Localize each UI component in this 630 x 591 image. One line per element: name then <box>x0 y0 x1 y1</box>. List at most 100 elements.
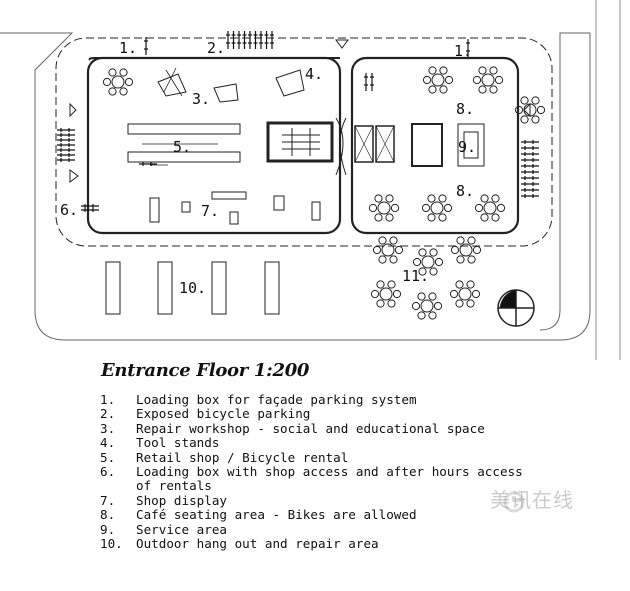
elevator-x <box>354 125 395 163</box>
bicycle <box>57 143 75 147</box>
display-c <box>181 201 191 213</box>
entrance-marker-right <box>523 102 531 118</box>
tool-stand-2 <box>213 83 239 103</box>
bicycle <box>270 31 274 49</box>
plan-label-6: 6. <box>60 201 79 219</box>
plan-label-2: 2. <box>207 39 226 57</box>
bicycle <box>521 194 539 198</box>
plan-label-1a: 1. <box>119 39 138 57</box>
legend-text: Repair workshop - social and educational… <box>136 420 485 436</box>
legend-item: 7. Shop display <box>100 492 523 508</box>
bench-3 <box>211 261 227 315</box>
stair-treads <box>282 128 320 156</box>
bench-2 <box>157 261 173 315</box>
legend-item: 5. Retail shop / Bicycle rental <box>100 449 523 465</box>
cafe-tables <box>102 66 546 320</box>
display-d <box>229 211 239 225</box>
elevator-1 <box>354 125 374 163</box>
display-a <box>211 191 247 200</box>
legend-item: 10.Outdoor hang out and repair area <box>100 536 523 551</box>
bicycle <box>139 162 157 166</box>
bicycle <box>259 31 263 49</box>
bicycle <box>521 146 539 150</box>
bicycle <box>57 133 75 137</box>
bicycle <box>521 182 539 186</box>
bicycle <box>253 31 258 49</box>
table-with-chairs <box>472 66 504 94</box>
core-curve <box>335 117 347 176</box>
service-counter <box>457 123 485 167</box>
legend-item: of rentals <box>100 479 523 493</box>
stair-core <box>266 121 334 163</box>
plan-label-8b: 8. <box>456 182 475 200</box>
plan-label-10: 10. <box>179 279 207 297</box>
bicycle <box>81 208 99 212</box>
entrance-marker-left-1 <box>69 102 77 118</box>
building-right-block <box>350 56 520 235</box>
table-with-chairs <box>474 194 506 222</box>
bicycle <box>364 73 368 91</box>
display-b <box>149 197 160 223</box>
floor-plan-drawing <box>0 0 621 360</box>
bicycle <box>521 158 539 162</box>
legend-item: 8.Café seating area - Bikes are allowed <box>100 507 523 523</box>
elevator-2 <box>375 125 395 163</box>
legend-item: 4.Tool stands <box>100 435 523 451</box>
legend-text: Shop display <box>136 492 227 508</box>
bicycle <box>57 138 75 142</box>
plan-label-4: 4. <box>305 65 324 83</box>
bicycle <box>57 148 75 152</box>
bicycle <box>81 204 99 208</box>
table-with-chairs <box>370 280 402 308</box>
bicycle <box>521 170 539 174</box>
tool-stand-1 <box>157 73 187 97</box>
legend-number: 2. <box>100 406 116 422</box>
table-with-chairs <box>372 236 404 264</box>
legend-item: 1.Loading box for façade parking system <box>100 392 523 407</box>
table-with-chairs <box>102 68 134 96</box>
plan-label-3: 3. <box>192 90 211 108</box>
drawing-title: Entrance Floor 1:200 <box>101 360 310 381</box>
legend-text: Loading box for façade parking system <box>136 392 417 407</box>
watermark-text: 美讯在线 <box>490 488 574 512</box>
entrance-marker-top <box>335 39 349 49</box>
bicycle <box>248 31 252 49</box>
legend-text: Loading box with shop access and after h… <box>136 464 523 480</box>
bicycle <box>237 31 241 49</box>
legend-number: 5. <box>100 449 116 465</box>
legend-text: Café seating area - Bikes are allowed <box>136 507 417 523</box>
watermark-logo <box>503 491 525 513</box>
table-with-chairs <box>449 280 481 308</box>
bicycle <box>144 37 148 55</box>
bicycle <box>57 158 75 162</box>
bicycle <box>370 73 374 91</box>
plan-label-11: 11. <box>402 267 430 285</box>
table-with-chairs <box>450 236 482 264</box>
legend-number: 7. <box>100 492 116 508</box>
display-f <box>311 201 321 221</box>
entrance-marker-left-2 <box>69 169 79 183</box>
bench-4 <box>264 261 280 315</box>
canopy-outline <box>55 37 553 247</box>
bicycle <box>226 31 230 49</box>
display-e <box>273 195 285 211</box>
shelf-b <box>127 151 241 163</box>
bicycle <box>521 140 539 144</box>
bicycle <box>264 31 269 49</box>
legend-text: Retail shop / Bicycle rental <box>136 449 349 465</box>
legend-text: of rentals <box>136 478 212 494</box>
bicycle <box>231 31 236 49</box>
plan-label-5: 5. <box>173 138 192 156</box>
bicycle-racks <box>57 31 539 212</box>
bicycle <box>57 153 75 157</box>
table-with-chairs <box>422 66 454 94</box>
legend-text: Tool stands <box>136 435 220 451</box>
shelf-a <box>127 123 241 135</box>
plan-label-7: 7. <box>201 202 220 220</box>
bicycle <box>521 152 539 156</box>
service-counter-inner <box>463 131 479 159</box>
table-with-chairs <box>368 194 400 222</box>
bicycle <box>57 128 75 132</box>
table-with-chairs <box>514 96 546 124</box>
